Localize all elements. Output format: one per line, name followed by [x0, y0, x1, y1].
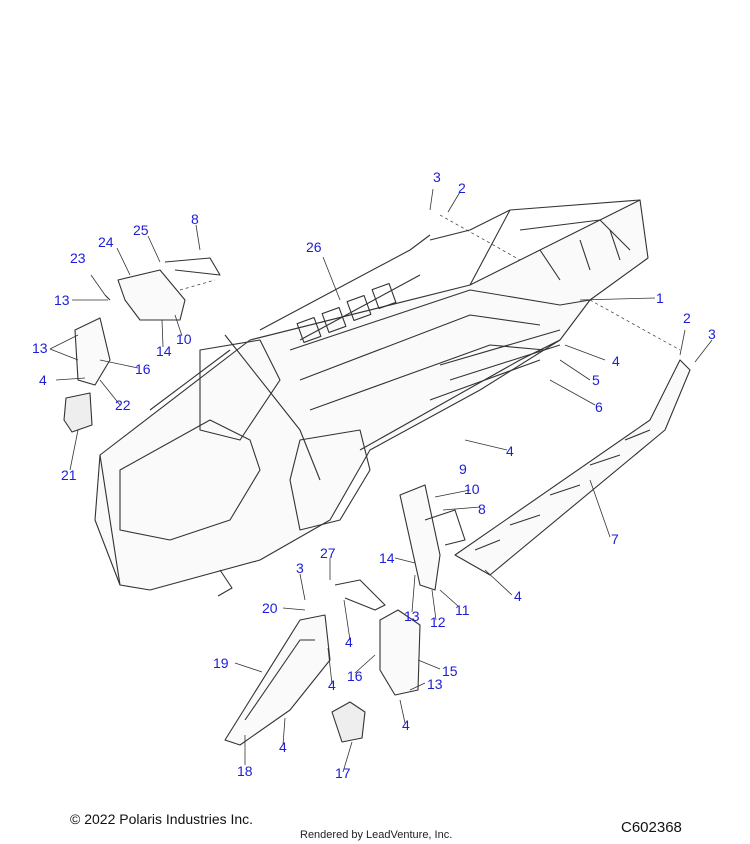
- callout-4-c: 4: [514, 588, 522, 604]
- pad-21: [63, 392, 93, 433]
- callout-11: 11: [455, 602, 470, 618]
- callout-17: 17: [335, 765, 351, 781]
- callout-3-right: 3: [708, 326, 716, 342]
- callout-21: 21: [61, 467, 77, 483]
- callout-4-b: 4: [506, 443, 514, 459]
- callout-2: 2: [458, 180, 466, 196]
- callout-4-f: 4: [328, 677, 336, 693]
- callout-26: 26: [306, 239, 322, 255]
- callout-24: 24: [98, 234, 114, 250]
- chassis-frame: [94, 199, 649, 597]
- callout-27: 27: [320, 545, 336, 561]
- callout-4: 4: [612, 353, 620, 369]
- callout-12: 12: [430, 614, 446, 630]
- callout-6: 6: [595, 399, 603, 415]
- leader-lines: [49, 188, 713, 773]
- callout-9: 9: [459, 461, 467, 477]
- callout-25: 25: [133, 222, 149, 238]
- callout-13-d: 13: [427, 676, 443, 692]
- callout-1: 1: [656, 290, 664, 306]
- callout-13-b: 13: [54, 292, 70, 308]
- copyright-text: © 2022 Polaris Industries Inc.: [70, 811, 254, 827]
- rendered-by-text: Rendered by LeadVenture, Inc.: [300, 829, 453, 841]
- callout-20: 20: [262, 600, 278, 616]
- callout-22: 22: [115, 397, 131, 413]
- callout-4-g: 4: [279, 739, 287, 755]
- bracket-assembly-mid: [334, 484, 466, 611]
- callout-19: 19: [213, 655, 229, 671]
- callout-5: 5: [592, 372, 600, 388]
- cover-panel-15: [379, 609, 421, 696]
- callout-16-b: 16: [135, 361, 151, 377]
- diagram-id: C602368: [621, 819, 682, 836]
- callout-2-right: 2: [683, 310, 691, 326]
- callout-4-h: 4: [402, 717, 410, 733]
- callout-10-b: 10: [176, 331, 192, 347]
- callout-3: 3: [433, 169, 441, 185]
- callout-16: 16: [347, 668, 363, 684]
- callout-23: 23: [70, 250, 86, 266]
- callout-10: 10: [464, 481, 480, 497]
- callout-7: 7: [611, 531, 619, 547]
- callout-13: 13: [404, 608, 420, 624]
- callout-8: 8: [191, 211, 199, 227]
- pad-17: [331, 701, 366, 743]
- callout-4-d: 4: [39, 372, 47, 388]
- callout-14-b: 14: [156, 343, 172, 359]
- alignment-lines: [179, 214, 681, 351]
- callout-3-b: 3: [296, 560, 304, 576]
- callout-13-c: 13: [32, 340, 48, 356]
- bracket-assembly-left: [74, 257, 221, 386]
- callout-4-e: 4: [345, 634, 353, 650]
- callout-8-b: 8: [478, 501, 486, 517]
- cover-panel-18: [224, 614, 331, 746]
- callout-15: 15: [442, 663, 458, 679]
- callout-18: 18: [237, 763, 253, 779]
- callout-14: 14: [379, 550, 395, 566]
